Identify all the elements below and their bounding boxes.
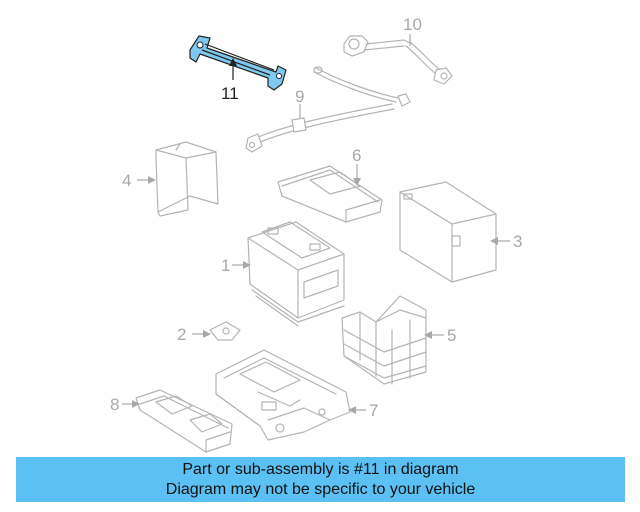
part-1-main-battery[interactable] [247,221,345,327]
svg-text:8: 8 [110,395,119,414]
callout-7: 7 [348,401,378,420]
callout-2: 2 [177,325,211,344]
part-3-aux-battery[interactable] [399,181,497,283]
svg-text:5: 5 [447,326,456,345]
part-10-terminal-clamp[interactable] [343,35,453,85]
part-4-insulation-sleeve[interactable] [155,141,219,217]
info-banner: Part or sub-assembly is #11 in diagram D… [16,457,625,502]
callout-5: 5 [424,326,456,345]
svg-text:11: 11 [221,84,239,103]
callout-6: 6 [352,146,361,186]
svg-text:10: 10 [403,15,422,34]
part-8-support-rail[interactable] [135,389,233,453]
svg-text:7: 7 [369,401,378,420]
part-2-clip[interactable] [209,321,241,341]
callout-9: 9 [295,87,304,118]
part-6-battery-cover[interactable] [277,165,383,223]
callout-10: 10 [403,15,422,46]
svg-text:3: 3 [513,232,522,251]
part-11-bracket[interactable] [189,35,287,91]
callout-3: 3 [490,232,522,251]
callout-11: 11 [221,58,239,103]
part-9-cable[interactable] [245,66,411,153]
banner-line-part-number: Part or sub-assembly is #11 in diagram [182,461,459,478]
svg-text:1: 1 [221,256,230,275]
svg-text:9: 9 [295,87,304,106]
callout-8: 8 [110,395,140,414]
callout-1: 1 [221,256,251,275]
svg-text:4: 4 [122,171,131,190]
parts-diagram: 11 10 9 6 [110,15,522,453]
banner-line-disclaimer: Diagram may not be specific to your vehi… [165,481,476,498]
svg-text:6: 6 [352,146,361,165]
callout-4: 4 [122,171,156,190]
svg-text:2: 2 [177,325,186,344]
part-7-battery-tray[interactable] [215,349,351,441]
part-5-battery-wrap[interactable] [341,295,427,385]
